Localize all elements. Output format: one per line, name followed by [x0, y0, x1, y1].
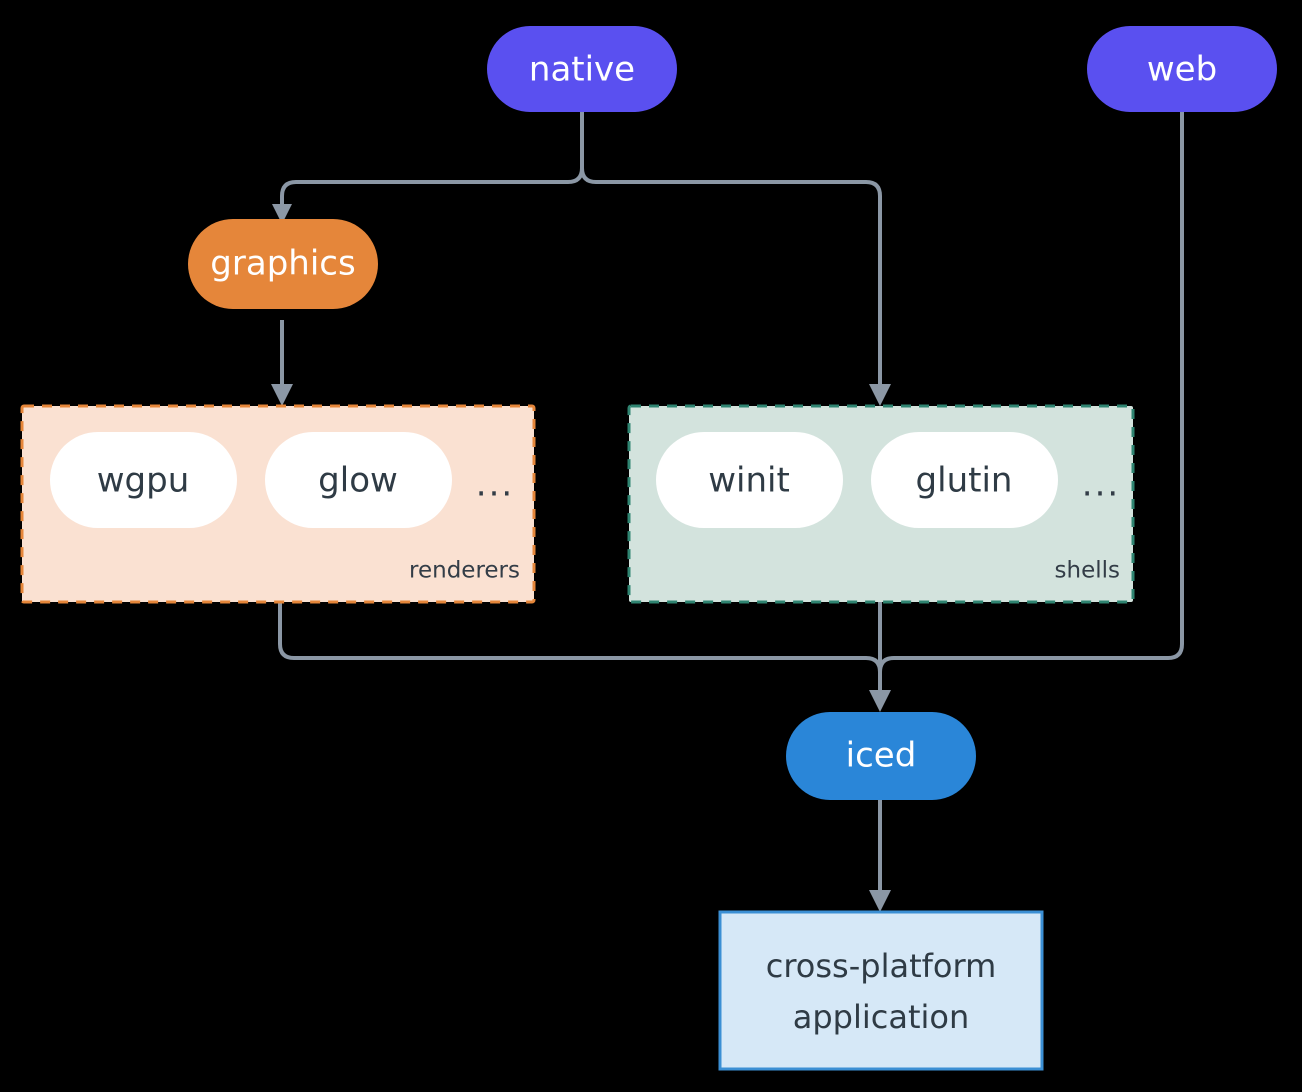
shells-ellipsis-label: ...: [1082, 465, 1120, 505]
arrowhead-iced-to-application: [869, 890, 891, 912]
node-graphics-shape: [188, 219, 378, 309]
node-web-label: web: [1147, 50, 1217, 90]
node-wgpu-label: wgpu: [97, 461, 190, 501]
arrowhead-graphics-to-renderers: [271, 384, 293, 406]
node-wgpu[interactable]: [50, 432, 237, 528]
node-glow[interactable]: [265, 432, 452, 528]
node-winit-label: winit: [708, 461, 790, 501]
node-glow-label: glow: [318, 461, 398, 501]
node-graphics-label: graphics: [210, 244, 355, 284]
group-renderers-caption: renderers: [409, 558, 520, 584]
group-shells-caption: shells: [1055, 558, 1120, 584]
node-application-shape: [718, 910, 1044, 1071]
edge-layer: [271, 110, 1184, 912]
node-glutin[interactable]: [871, 432, 1058, 528]
arrowhead-merge-to-iced: [869, 690, 891, 712]
node-winit[interactable]: [656, 432, 843, 528]
arrowhead-native-to-graphics: [272, 204, 292, 224]
node-native-shape: [487, 26, 677, 112]
group-shells[interactable]: winit glutin ... shells: [627, 404, 1135, 604]
node-graphics[interactable]: graphics: [188, 219, 378, 309]
node-native[interactable]: native: [487, 26, 677, 112]
renderers-ellipsis-label: ...: [476, 465, 514, 505]
node-web[interactable]: web: [1087, 26, 1277, 112]
edge-web-to-iced: [878, 110, 1184, 692]
node-application[interactable]: cross-platform application: [718, 910, 1044, 1071]
node-web-shape: [1087, 26, 1277, 112]
node-iced-label: iced: [846, 736, 917, 776]
node-application-label-line2: application: [793, 998, 970, 1036]
edge-native-to-graphics: [280, 110, 584, 206]
node-iced-shape: [786, 712, 976, 800]
group-renderers[interactable]: wgpu glow ... renderers: [20, 404, 536, 604]
node-glutin-label: glutin: [916, 461, 1013, 501]
arrowhead-native-to-shells: [869, 384, 891, 406]
node-application-label-line1: cross-platform: [766, 947, 996, 985]
node-native-label: native: [529, 50, 635, 90]
edge-native-to-shells: [580, 110, 882, 388]
edge-renderers-to-iced: [278, 602, 882, 692]
node-iced[interactable]: iced: [786, 712, 976, 800]
